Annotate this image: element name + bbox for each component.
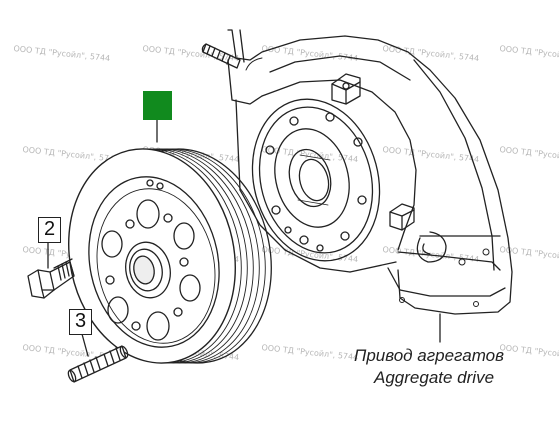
callout-3[interactable]: 3 <box>69 309 92 335</box>
caption-en: Aggregate drive <box>374 368 495 387</box>
callout-2[interactable]: 2 <box>38 217 61 243</box>
mounting-boss-right <box>389 203 415 231</box>
housing-details <box>245 57 490 307</box>
pulley-holes <box>101 179 201 341</box>
seal-plate <box>251 98 381 262</box>
highlight-marker <box>143 91 172 120</box>
stud-part <box>67 345 129 383</box>
mounting-boss-top <box>331 73 361 105</box>
timing-cover-housing <box>227 29 513 315</box>
housing-stud <box>201 43 241 69</box>
crankshaft-pulley <box>68 148 272 364</box>
seal-plate-bolt-holes <box>265 112 367 252</box>
leader-lines <box>47 119 441 357</box>
caption-ru: Привод агрегатов <box>354 346 504 365</box>
bolt-part <box>27 258 75 299</box>
